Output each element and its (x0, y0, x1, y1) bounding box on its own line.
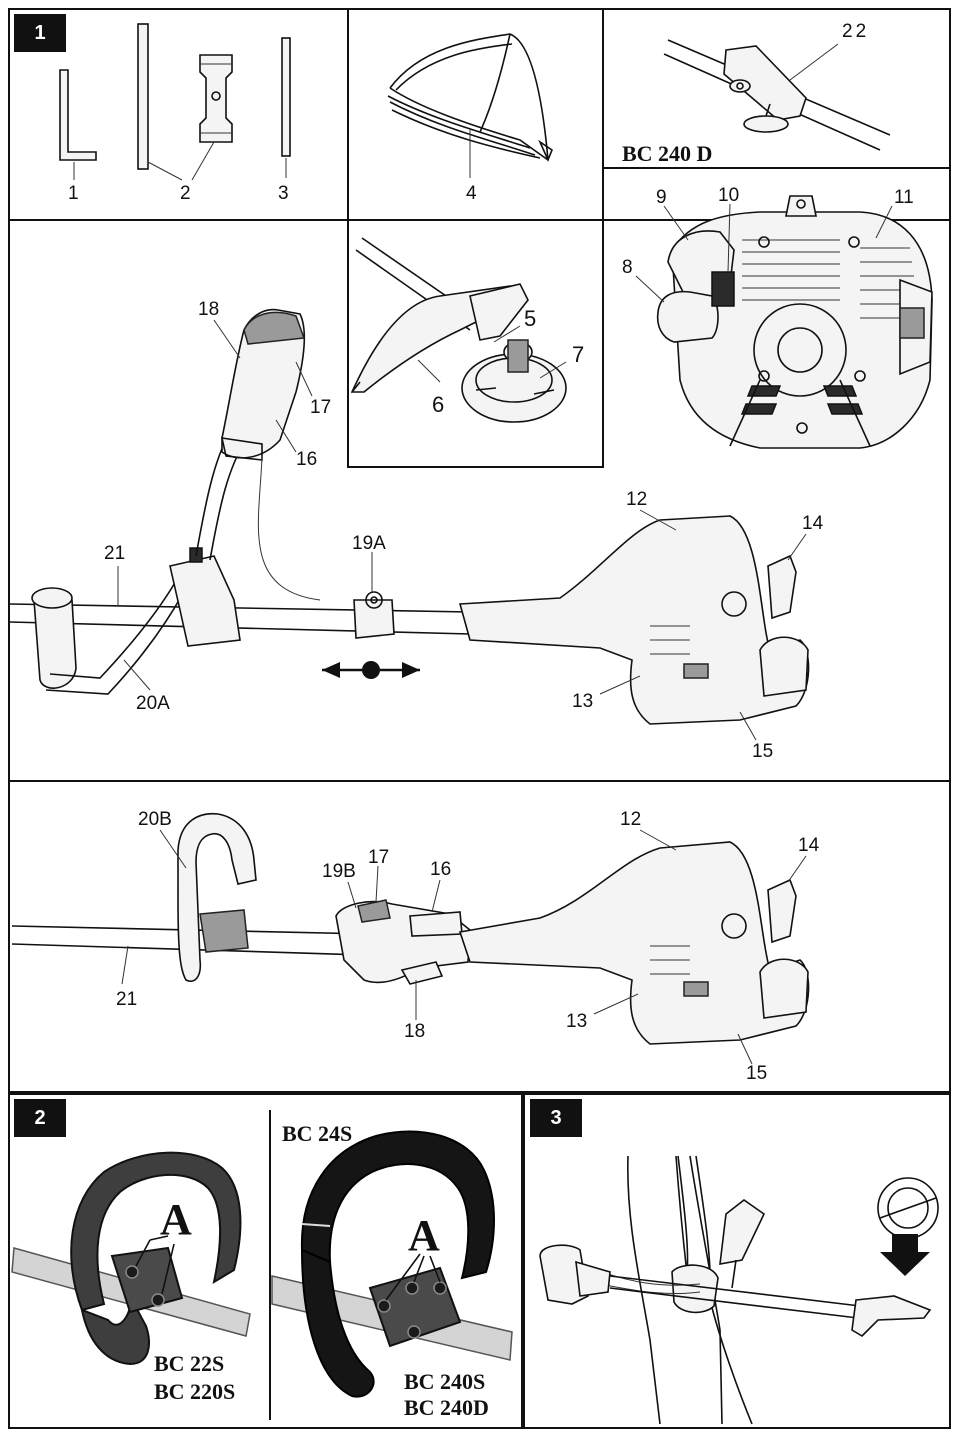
model-label-bc24s: BC 24S (282, 1121, 353, 1146)
callout-15: 15 (746, 1063, 768, 1084)
callout-10: 10 (718, 185, 740, 206)
brushcutter-loop-handle-illustration (11, 812, 810, 1065)
loop-handle-bc22s-illustration (11, 1151, 251, 1366)
callout-12: 12 (626, 489, 648, 510)
callout-16: 16 (296, 449, 318, 470)
callout-14: 14 (802, 513, 824, 534)
callout-21: 21 (116, 989, 138, 1010)
callout-17: 17 (310, 397, 332, 418)
model-label-bc240s: BC 240S (404, 1369, 486, 1394)
callout-17: 17 (368, 847, 390, 868)
tools-illustration (59, 23, 291, 181)
harness-illustration (387, 33, 553, 178)
callout-11: 11 (894, 187, 914, 208)
callout-4: 4 (466, 183, 477, 204)
trimmer-head-inset (347, 219, 604, 468)
callout-13: 13 (572, 691, 594, 712)
callout-12: 12 (620, 809, 642, 830)
callout-16: 16 (430, 859, 452, 880)
callout-9: 9 (656, 187, 667, 208)
callout-13: 13 (566, 1011, 588, 1032)
callout-1: 1 (68, 183, 79, 204)
loop-handle-bc24s-illustration (271, 1130, 513, 1398)
callout-6: 6 (432, 392, 445, 417)
callout-21: 21 (104, 543, 126, 564)
callout-2: 2 (180, 183, 191, 204)
model-label-bc22s: BC 22S (154, 1351, 225, 1376)
shaft-clamp-illustration (663, 39, 891, 151)
model-label-bc240d: BC 240 D (622, 141, 713, 166)
marker-a: A (408, 1211, 440, 1260)
callout-15: 15 (752, 741, 774, 762)
marker-a: A (160, 1195, 192, 1244)
callout-7: 7 (572, 342, 585, 367)
divider (602, 167, 951, 169)
callout-19a: 19A (352, 533, 386, 554)
figure-3-badge: 3 (530, 1099, 582, 1137)
divider (8, 780, 951, 782)
callout-22: 22 (842, 21, 870, 42)
callout-8: 8 (622, 257, 633, 278)
divider (347, 8, 349, 220)
callout-20a: 20A (136, 693, 170, 714)
brushcutter-bike-handle-illustration (9, 308, 810, 741)
callout-18: 18 (404, 1021, 426, 1042)
model-label-bc220s: BC 220S (154, 1379, 236, 1404)
figure-2-badge: 2 (14, 1099, 66, 1137)
trimmer-head-illustration (350, 237, 567, 423)
callout-18: 18 (198, 299, 220, 320)
engine-illustration (635, 195, 933, 449)
callout-5: 5 (524, 306, 537, 331)
figure-1-badge: 1 (14, 14, 66, 52)
divider (269, 1110, 271, 1420)
callout-20b: 20B (138, 809, 172, 830)
callout-14: 14 (798, 835, 820, 856)
model-label-bc240d: BC 240D (404, 1395, 489, 1420)
callout-3: 3 (278, 183, 289, 204)
callout-19b: 19B (322, 861, 356, 882)
